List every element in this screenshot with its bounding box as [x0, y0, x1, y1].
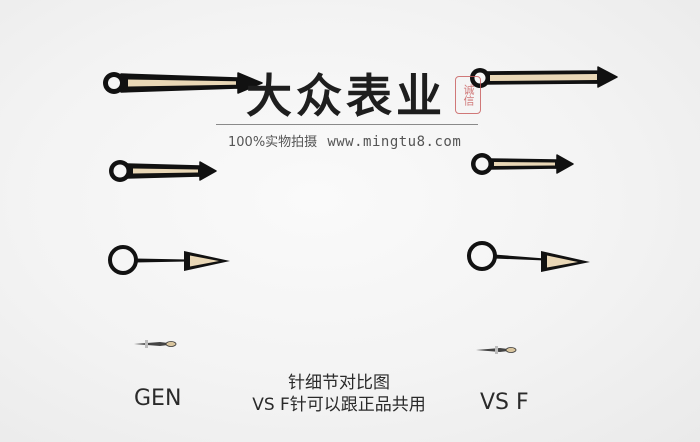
watermark-url: www.mingtu8.com [327, 134, 462, 150]
vsf-hour-hand [471, 153, 574, 175]
watermark-subtitle-row: 100%实物拍摄 www.mingtu8.com [228, 131, 461, 150]
watermark-subtitle: 100%实物拍摄 [228, 135, 318, 150]
gen-minute-hand [103, 72, 263, 94]
gen-arrow-hand [108, 245, 230, 275]
comparison-caption: 针细节对比图 VS F针可以跟正品共用 [224, 372, 454, 416]
gen-hour-hand [109, 160, 217, 182]
vsf-small-hand [476, 346, 517, 354]
watermark-seal: 诚信 [455, 76, 481, 114]
caption-line-1: 针细节对比图 [288, 373, 390, 393]
watermark-title: 大众表业 [246, 69, 446, 123]
gen-label: GEN [134, 386, 182, 411]
watermark-divider [216, 124, 478, 125]
vsf-minute-hand [470, 66, 618, 88]
vsf-label: VS F [480, 390, 529, 415]
vsf-arrow-hand [467, 241, 590, 272]
caption-line-2: VS F针可以跟正品共用 [252, 395, 426, 415]
gen-small-hand [134, 340, 177, 348]
